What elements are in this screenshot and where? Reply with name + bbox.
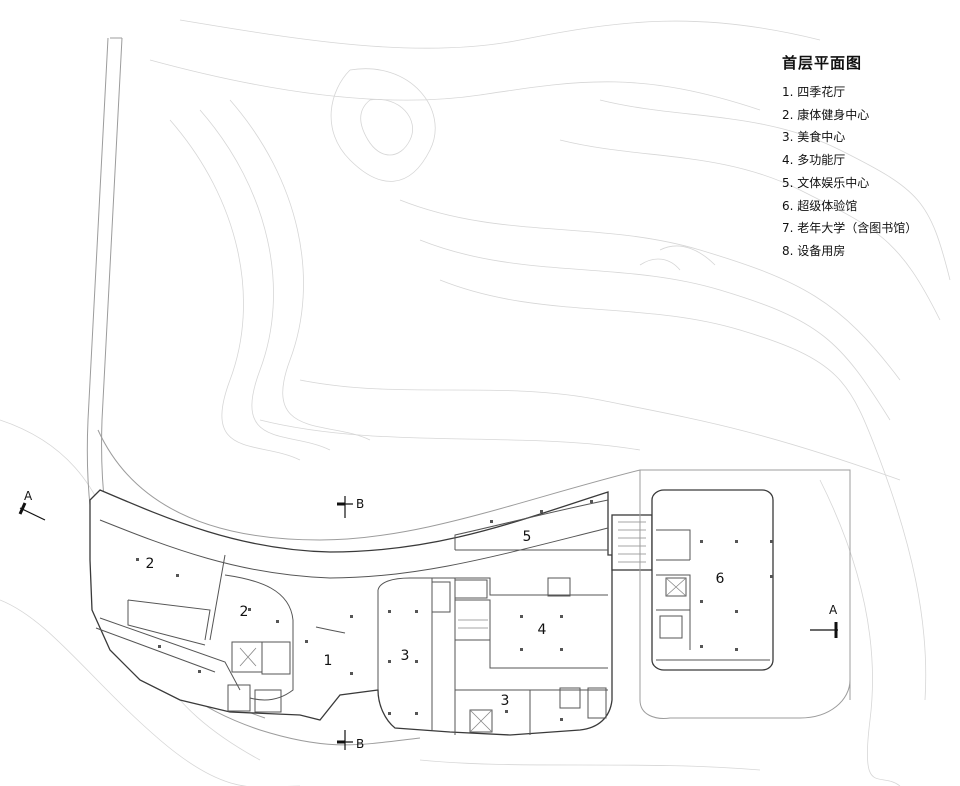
room-label-2b: 2 [240,604,249,620]
section-arrow-a-left [18,502,27,515]
room-label-5: 5 [523,529,532,545]
room-label-1: 1 [324,653,333,669]
legend-item-7: 7. 老年大学（含图书馆） [782,221,918,236]
room-labels: 1 2 2 3 3 4 5 6 [146,529,725,709]
legend-item-8: 8. 设备用房 [782,243,846,258]
room-label-4: 4 [538,622,547,638]
columns [136,500,593,721]
room-label-6: 6 [716,571,725,587]
terrain-contours [0,19,951,786]
legend-item-4: 4. 多功能厅 [782,153,846,168]
section-label-a-right: A [829,603,838,617]
section-line-a-left [19,507,46,521]
section-line-b-bottom [337,730,353,750]
section-line-b-top [337,496,353,518]
section-marks: A A B B [18,489,838,751]
main-building [89,489,613,736]
legend-item-6: 6. 超级体验馆 [782,198,858,213]
legend-item-5: 5. 文体娱乐中心 [782,175,870,190]
legend-item-2: 2. 康体健身中心 [782,107,870,122]
section-label-b-bottom: B [356,737,364,751]
room-label-2a: 2 [146,556,155,572]
legend: 首层平面图 1. 四季花厅 2. 康体健身中心 3. 美食中心 4. 多功能厅 … [782,52,917,263]
section-label-a-left: A [24,489,33,503]
section-label-b-top: B [356,497,364,511]
room-label-3b: 3 [501,693,510,709]
building-6 [639,470,851,719]
connector-bridge [611,514,653,571]
legend-title: 首层平面图 [782,54,863,72]
room-label-3a: 3 [401,648,410,664]
legend-item-1: 1. 四季花厅 [782,85,846,99]
legend-item-3: 3. 美食中心 [782,130,846,145]
